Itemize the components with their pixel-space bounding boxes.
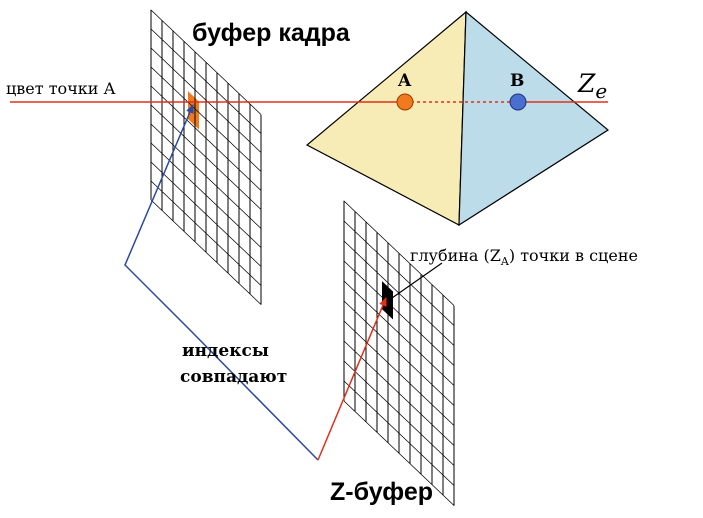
depth-label-suffix: ) точки в сцене	[509, 246, 638, 265]
frame-buffer-grid	[150, 9, 262, 306]
depth-leader-line	[391, 262, 443, 299]
grid-line	[151, 9, 261, 116]
z-axis-letter: Z	[577, 69, 596, 98]
depth-label-prefix: глубина (Z	[410, 246, 501, 265]
point-color-label: цвет точки А	[6, 79, 116, 98]
grid-line	[344, 360, 454, 467]
grid-line	[344, 200, 454, 307]
grid-line	[344, 380, 454, 487]
z-buffer-grid	[343, 200, 455, 507]
index-arrow-blue	[124, 104, 319, 461]
indices-label-line1: индексы	[182, 341, 269, 361]
grid-line	[344, 400, 454, 507]
frame-buffer-title: буфер кадра	[192, 19, 351, 47]
pyramid	[305, 10, 610, 227]
grid-line	[151, 123, 261, 230]
point-b-label: B	[510, 71, 524, 91]
grid-line	[151, 199, 261, 306]
depth-label: глубина (ZA) точки в сцене	[410, 246, 638, 268]
grid-line	[151, 28, 261, 135]
grid-line	[344, 260, 454, 367]
z-axis-label: Ze	[577, 69, 607, 103]
grid-line	[151, 66, 261, 173]
grid-line	[344, 300, 454, 407]
frame-buffer-pixel-a	[188, 91, 199, 130]
grid-line	[151, 180, 261, 287]
grid-line	[151, 47, 261, 154]
z-buffer-title: Z-буфер	[330, 478, 433, 506]
depth-label-subscript: A	[500, 255, 510, 268]
grid-line	[344, 220, 454, 327]
indices-label-line2: совпадают	[180, 367, 287, 387]
z-axis-subscript: e	[595, 79, 607, 103]
point-a-label: A	[397, 71, 412, 91]
index-arrow-red	[317, 297, 387, 461]
grid-line	[151, 85, 261, 192]
grid-line	[151, 161, 261, 268]
grid-line	[344, 320, 454, 427]
grid-line	[344, 280, 454, 387]
grid-line	[344, 340, 454, 447]
point-b-marker	[509, 93, 527, 111]
grid-line	[151, 104, 261, 211]
pyramid-right-face	[458, 10, 610, 227]
point-a-marker	[396, 93, 414, 111]
